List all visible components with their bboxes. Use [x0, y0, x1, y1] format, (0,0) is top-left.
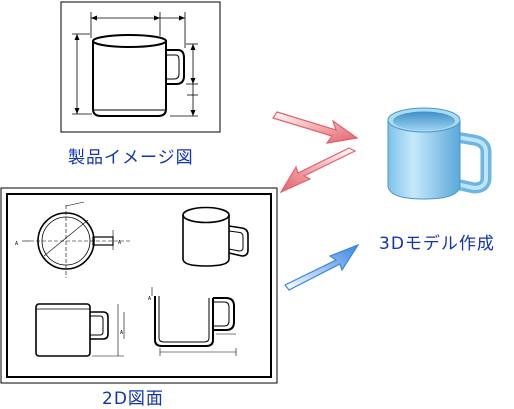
drawing-2d-sheet: A A A A — [0, 187, 278, 384]
svg-text:A: A — [15, 241, 18, 247]
label-2d-drawing: 2D図面 — [102, 389, 164, 409]
top-view: A A — [15, 201, 130, 278]
svg-text:A: A — [148, 296, 151, 302]
arrow-3d-to-2d — [279, 147, 357, 194]
product-sketch — [60, 1, 221, 133]
arrow-2d-to-3d — [284, 243, 360, 291]
svg-text:A: A — [118, 240, 121, 246]
mug-3d-model — [387, 107, 492, 200]
iso-view — [182, 206, 249, 267]
section-view: A — [148, 287, 237, 356]
front-view: A — [35, 303, 125, 357]
arrow-sketch-to-3d — [272, 111, 359, 144]
label-3d-model: 3Dモデル作成 — [379, 234, 495, 254]
label-product-image: 製品イメージ図 — [68, 148, 194, 168]
svg-text:A: A — [120, 330, 123, 336]
